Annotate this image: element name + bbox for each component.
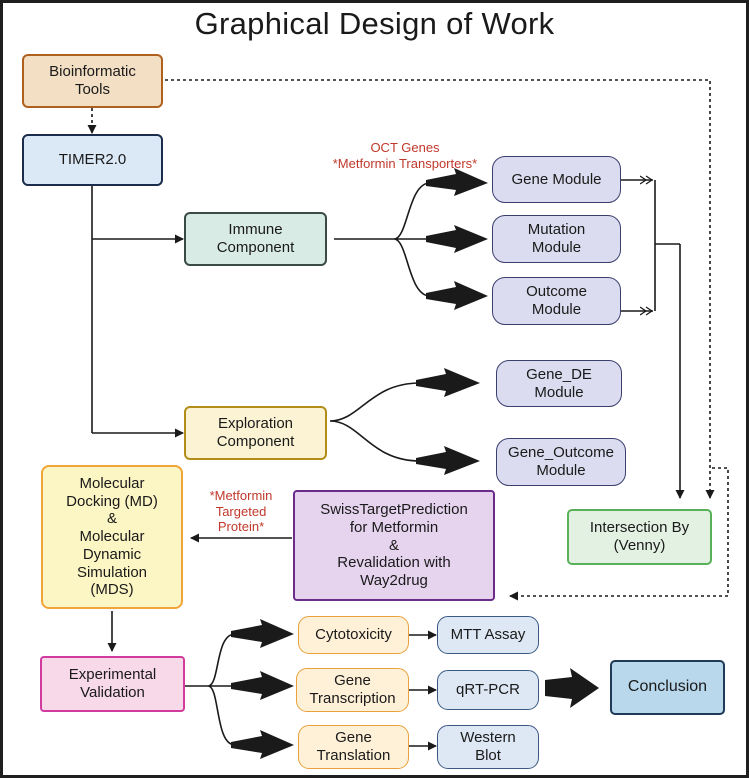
diagram-title: Graphical Design of Work xyxy=(194,6,555,41)
bold-arrow-translation xyxy=(231,730,294,759)
exploration-component-label: Exploration Component xyxy=(216,415,295,450)
gene-module-box: Gene Module xyxy=(492,156,621,203)
experimental-validation-box: Experimental Validation xyxy=(40,656,185,712)
mutation-module-box: Mutation Module xyxy=(492,215,621,263)
bold-arrow-mutation-module xyxy=(426,225,488,253)
immune-component-box: Immune Component xyxy=(184,212,327,266)
bold-arrow-outcome-module xyxy=(426,281,488,310)
gene-translation-box: Gene Translation xyxy=(298,725,409,769)
oct-genes-annotation: OCT Genes *Metformin Transporters* xyxy=(332,140,478,171)
dotted-tools-intersection xyxy=(165,79,715,499)
qrt-pcr-label: qRT-PCR xyxy=(456,681,520,699)
western-blot-box: Western Blot xyxy=(437,725,539,769)
outcome-module-box: Outcome Module xyxy=(492,277,621,325)
gene-outcome-module-label: Gene_Outcome Module xyxy=(508,444,614,479)
intersection-box: Intersection By (Venny) xyxy=(567,509,712,565)
bold-arrow-transcription xyxy=(231,671,294,700)
bioinformatic-tools-box: Bioinformatic Tools xyxy=(22,54,163,108)
bold-arrow-gene-outcome xyxy=(416,446,480,475)
mutation-module-label: Mutation Module xyxy=(527,221,586,256)
gene-outcome-module-box: Gene_Outcome Module xyxy=(496,438,626,486)
mtt-assay-label: MTT Assay xyxy=(450,626,526,644)
brace-experimental xyxy=(207,633,236,746)
cytotoxicity-box: Cytotoxicity xyxy=(298,616,409,654)
metformin-targeted-annotation: *Metformin Targeted Protein* xyxy=(209,488,273,535)
intersection-label: Intersection By (Venny) xyxy=(589,519,690,554)
molecular-docking-label: Molecular Docking (MD) & Molecular Dynam… xyxy=(66,475,158,599)
conclusion-box: Conclusion xyxy=(610,660,725,715)
bioinformatic-tools-label: Bioinformatic Tools xyxy=(49,63,136,98)
swiss-target-box: SwissTargetPrediction for Metformin & Re… xyxy=(293,490,495,601)
gene-transcription-label: Gene Transcription xyxy=(309,672,396,707)
molecular-docking-box: Molecular Docking (MD) & Molecular Dynam… xyxy=(41,465,183,609)
qrt-pcr-box: qRT-PCR xyxy=(437,670,539,710)
immune-component-label: Immune Component xyxy=(216,221,295,256)
mtt-assay-box: MTT Assay xyxy=(437,616,539,654)
timer-label: TIMER2.0 xyxy=(58,151,127,169)
experimental-validation-label: Experimental Validation xyxy=(68,666,157,701)
brace-exploration xyxy=(329,382,421,462)
brace-immune xyxy=(393,182,431,297)
outcome-module-label: Outcome Module xyxy=(526,283,587,318)
bold-arrow-gene-de xyxy=(416,368,480,397)
gene-translation-label: Gene Translation xyxy=(316,729,391,764)
exploration-component-box: Exploration Component xyxy=(184,406,327,460)
bold-arrow-gene-module xyxy=(426,168,488,196)
gene-module-label: Gene Module xyxy=(511,170,602,188)
dotted-to-swiss xyxy=(509,467,729,601)
gene-transcription-box: Gene Transcription xyxy=(296,668,409,712)
bold-arrow-cytotoxicity xyxy=(231,619,294,648)
gene-de-module-box: Gene_DE Module xyxy=(496,360,622,407)
bold-arrow-conclusion xyxy=(545,668,599,708)
swiss-target-label: SwissTargetPrediction for Metformin & Re… xyxy=(320,501,468,590)
gene-de-module-label: Gene_DE Module xyxy=(526,365,592,401)
timer-box: TIMER2.0 xyxy=(22,134,163,186)
cytotoxicity-label: Cytotoxicity xyxy=(315,626,392,644)
conclusion-label: Conclusion xyxy=(627,678,708,696)
western-blot-label: Western Blot xyxy=(460,729,516,764)
